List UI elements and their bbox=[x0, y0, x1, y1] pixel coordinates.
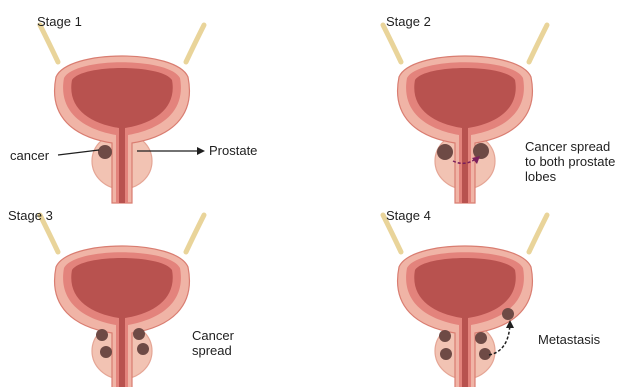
stage4-tumor-2 bbox=[440, 348, 452, 360]
stage2-bladder-prostate bbox=[383, 25, 547, 203]
stage2-tumor-right bbox=[473, 143, 489, 159]
stage2-description-line1: Cancer spread bbox=[525, 139, 610, 154]
stage3-description-line2: spread bbox=[192, 343, 232, 358]
stage3-description-line1: Cancer bbox=[192, 328, 234, 343]
stage4-tumor-4 bbox=[479, 348, 491, 360]
stage4-title: Stage 4 bbox=[386, 208, 431, 223]
stage3-tumor-3 bbox=[133, 328, 145, 340]
stage1-prostate-label: Prostate bbox=[209, 143, 257, 158]
stage2-tumor-left bbox=[437, 144, 453, 160]
stage3-bladder-prostate bbox=[40, 215, 204, 387]
stage1-cancer-label: cancer bbox=[10, 148, 49, 163]
stage2-description-line3: lobes bbox=[525, 169, 556, 184]
stage4-metastasis-tumor bbox=[502, 308, 514, 320]
stage2-description-line2: to both prostate bbox=[525, 154, 615, 169]
stage4-bladder-prostate bbox=[383, 215, 547, 387]
stage1-prostate-arrowhead bbox=[197, 147, 205, 155]
stage4-tumor-3 bbox=[475, 332, 487, 344]
stage4-description: Metastasis bbox=[538, 332, 600, 347]
stage1-tumor bbox=[98, 145, 112, 159]
stage3-tumor-4 bbox=[137, 343, 149, 355]
stage1-title: Stage 1 bbox=[37, 14, 82, 29]
stage3-tumor-1 bbox=[96, 329, 108, 341]
stage3-title: Stage 3 bbox=[8, 208, 53, 223]
stage4-tumor-1 bbox=[439, 330, 451, 342]
stage1-bladder-prostate bbox=[40, 25, 204, 203]
stage3-tumor-2 bbox=[100, 346, 112, 358]
stage2-title: Stage 2 bbox=[386, 14, 431, 29]
